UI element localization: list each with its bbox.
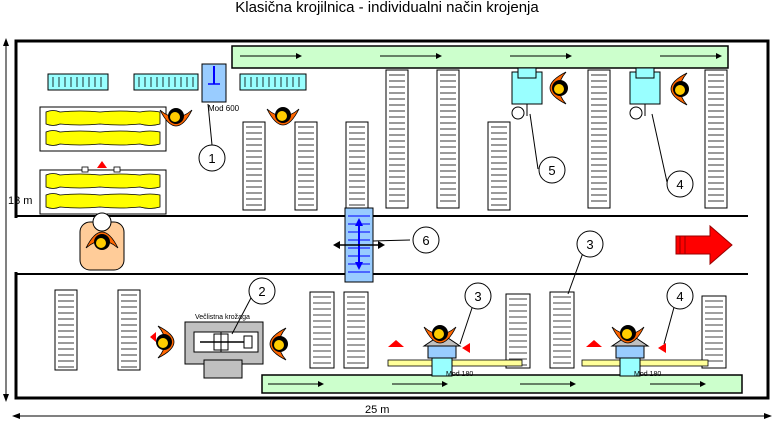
marker-triangle — [586, 340, 602, 347]
worker-icon — [159, 108, 193, 127]
worker-icon — [269, 327, 288, 361]
marker-triangle — [658, 343, 666, 353]
mod180-machine-b — [581, 337, 709, 377]
storage-racks — [54, 69, 728, 371]
conveyor-top — [231, 45, 729, 69]
callout-number: 3 — [586, 237, 593, 252]
worker-icon — [670, 72, 689, 106]
storage-rack — [436, 69, 460, 209]
callout-number: 4 — [676, 289, 683, 304]
storage-rack — [587, 69, 611, 209]
callout-marker: 3 — [464, 282, 492, 310]
workers — [85, 71, 689, 361]
cutting-table-2 — [39, 166, 167, 215]
callout-marker: 4 — [666, 170, 694, 198]
storage-rack — [487, 121, 511, 211]
width-label: 25 m — [365, 404, 389, 416]
marker-triangle — [150, 332, 156, 342]
callout-number: 6 — [422, 233, 429, 248]
storage-rack — [704, 69, 728, 209]
callouts: 1 2 3 4 5 6 3 4 — [198, 144, 694, 310]
callout-number: 4 — [676, 177, 683, 192]
width-dimension — [12, 413, 772, 419]
mod180-label-b: Mod 180 — [634, 371, 661, 378]
worker-icon — [423, 325, 457, 344]
callout-marker: 6 — [412, 226, 440, 254]
storage-rack — [345, 121, 369, 211]
callout-marker: 3 — [576, 230, 604, 258]
storage-rack — [505, 293, 531, 369]
callout-marker: 4 — [666, 282, 694, 310]
mod600-label: Mod 600 — [208, 104, 240, 113]
marker-triangle — [462, 343, 470, 353]
height-dimension — [3, 38, 9, 402]
worker-icon — [611, 325, 645, 344]
callout-number: 1 — [208, 151, 215, 166]
diagram-title: Klasična krojilnica - individualni način… — [235, 0, 539, 16]
storage-rack — [701, 295, 727, 369]
flow-direction-arrow — [675, 224, 733, 266]
storage-rack — [549, 291, 575, 369]
callout-leaders — [207, 103, 677, 345]
cutting-machine-4a — [511, 67, 543, 120]
worker-icon — [85, 231, 119, 250]
storage-rack — [309, 291, 335, 369]
storage-rack — [343, 291, 369, 369]
storage-rack — [294, 121, 318, 211]
central-cart — [333, 207, 385, 283]
storage-rack — [385, 69, 409, 209]
worker-icon — [549, 71, 568, 105]
rack-horizontal — [239, 73, 307, 91]
cutting-table-1 — [39, 106, 167, 152]
callout-number: 3 — [474, 289, 481, 304]
marker-triangle — [97, 161, 107, 168]
worker-icon — [266, 107, 300, 126]
height-label: 13 m — [8, 195, 32, 207]
storage-rack — [117, 289, 141, 371]
rack-horizontal — [47, 73, 109, 91]
callout-marker: 5 — [538, 156, 566, 184]
multilayer-press — [184, 321, 264, 379]
callout-number: 2 — [258, 284, 265, 299]
callout-marker: 2 — [248, 277, 276, 305]
callout-number: 5 — [548, 163, 555, 178]
cutting-machine-4b — [629, 67, 661, 120]
storage-rack — [242, 121, 266, 211]
fabric-racks-horizontal — [47, 73, 307, 91]
press-label: Večlistna krožaga — [195, 314, 250, 321]
storage-rack — [54, 289, 78, 371]
mod600-machine — [201, 63, 227, 103]
conveyor-bottom — [261, 374, 743, 394]
mod180-label-a: Mod 180 — [446, 371, 473, 378]
rack-horizontal — [133, 73, 199, 91]
worker-icon — [156, 325, 175, 359]
callout-marker: 1 — [198, 144, 226, 172]
marker-triangle — [388, 340, 404, 347]
